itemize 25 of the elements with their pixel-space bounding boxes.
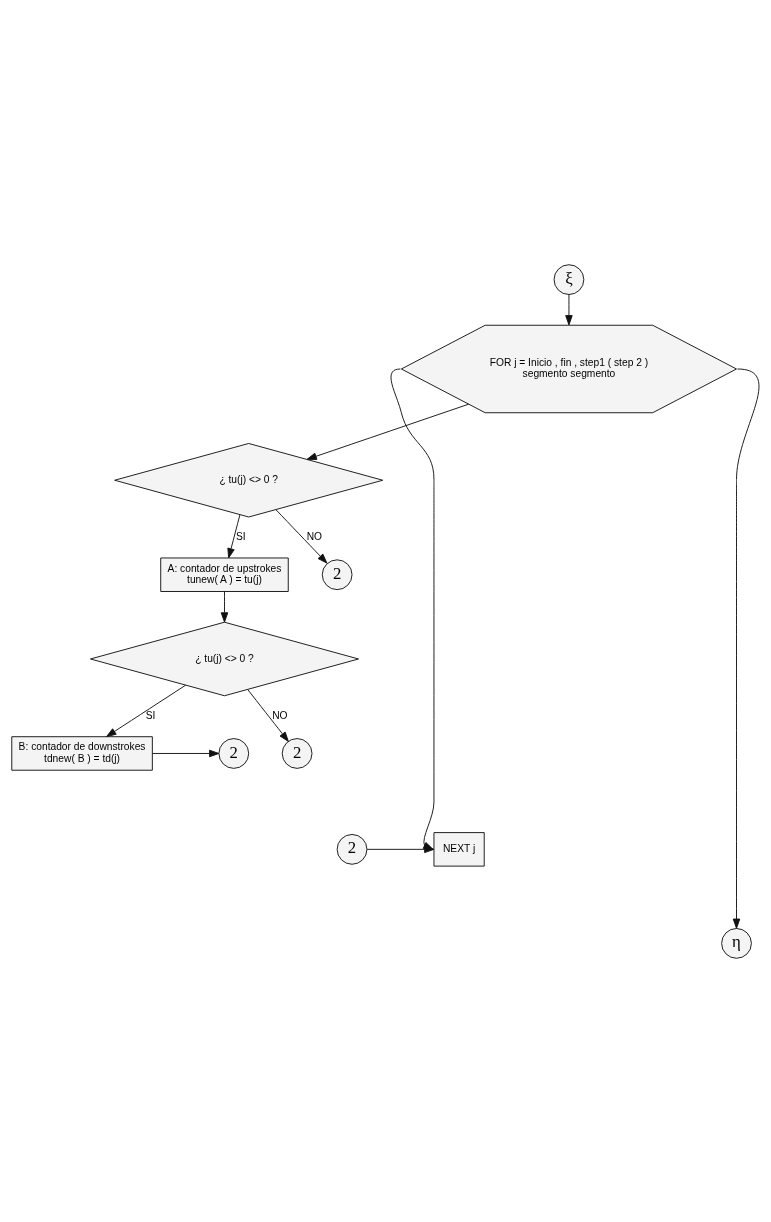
arrow <box>227 513 241 558</box>
edge-label: NO <box>272 709 288 721</box>
edge-label: SI <box>145 709 156 721</box>
arrow <box>106 684 187 737</box>
node-circle: 2 <box>218 737 250 769</box>
arrow <box>366 845 435 853</box>
arrow <box>732 368 760 929</box>
edge-label: NO <box>306 530 323 542</box>
node-circle: 2 <box>321 558 353 590</box>
node-diamond: ¿ tu(j) <> 0 ? <box>114 442 384 517</box>
node-circle: 2 <box>281 737 313 769</box>
arrow <box>275 508 328 564</box>
arrow <box>306 403 469 460</box>
node-circle: ξ <box>553 263 585 295</box>
arrow <box>247 688 289 742</box>
edge-label: SI <box>235 530 246 542</box>
node-circle: 2 <box>336 833 368 865</box>
node-circle: η <box>721 927 752 959</box>
node-box: B: contador de downstrokes tdnew( B ) = td(j) <box>11 735 153 771</box>
node-box: A: contador de upstrokes tunew( A ) = tu(j) <box>160 557 289 592</box>
arrow <box>220 590 229 623</box>
arrow <box>565 293 573 325</box>
node-box: NEXT j <box>433 831 485 867</box>
arrow <box>152 749 220 757</box>
node-diamond: ¿ tu(j) <> 0 ? <box>89 621 359 696</box>
